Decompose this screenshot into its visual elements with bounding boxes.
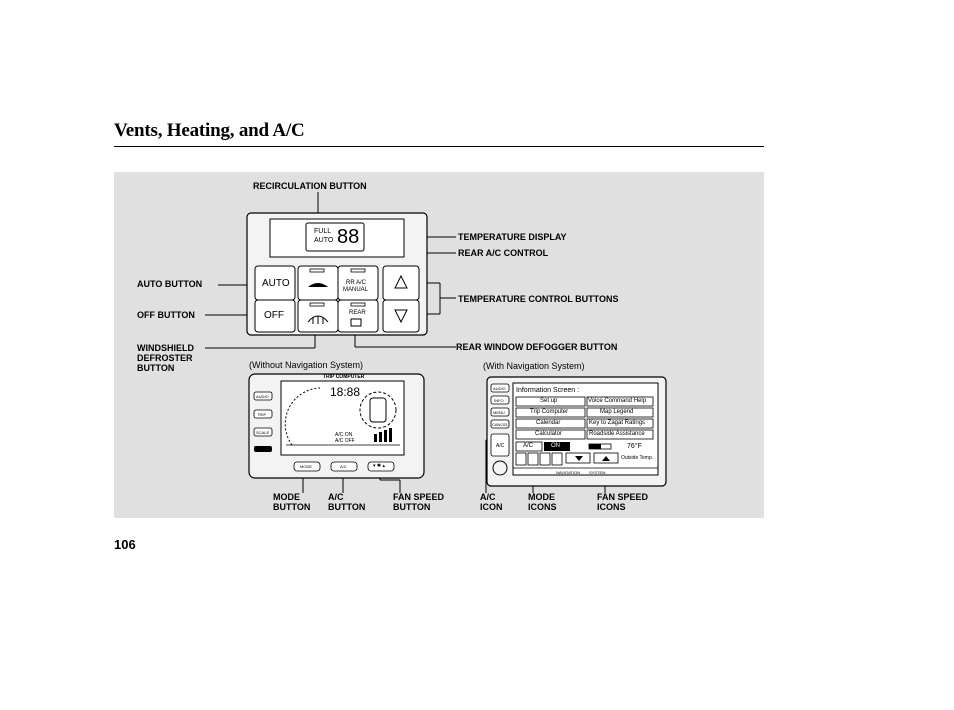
callout-recirculation: RECIRCULATION BUTTON — [253, 181, 367, 191]
nav-side-info[interactable]: INFO — [494, 398, 504, 403]
subtitle-without-nav: (Without Navigation System) — [249, 360, 364, 370]
nav-menu-roadside[interactable]: Roadside Assistance — [589, 431, 645, 437]
trip-display — [248, 373, 425, 479]
subtitle-with-nav: (With Navigation System) — [483, 361, 585, 371]
nav-menu-voice[interactable]: Voice Command Help — [588, 398, 647, 404]
callout-mode-button: MODE BUTTON — [273, 492, 311, 512]
trip-clock: 18:88 — [330, 385, 361, 399]
nav-menu-calendar[interactable]: Calendar — [536, 420, 561, 426]
callout-rear-window-defogger: REAR WINDOW DEFOGGER BUTTON — [456, 342, 618, 352]
nav-temperature: 76°F — [627, 443, 642, 450]
callout-rear-ac-control: REAR A/C CONTROL — [458, 248, 549, 258]
nav-tab-navigation[interactable]: NAVIGATION — [556, 470, 581, 475]
trip-side-button-scale[interactable]: SCALE — [256, 430, 270, 435]
climate-control-panel — [246, 212, 428, 336]
display-auto-text: AUTO — [314, 237, 334, 244]
display-full-text: FULL — [314, 228, 332, 235]
nav-unit — [486, 376, 667, 487]
callout-fan-speed-icons: FAN SPEED ICONS — [597, 492, 649, 512]
rr-ac-label[interactable]: RR A/C — [346, 280, 367, 286]
callout-fan-speed-button: FAN SPEED BUTTON — [393, 492, 445, 512]
title-rule — [114, 146, 764, 147]
nav-tab-system[interactable]: SYSTEM — [589, 470, 606, 475]
nav-side-menu[interactable]: MENU — [493, 410, 505, 415]
nav-menu-legend[interactable]: Map Legend — [600, 409, 634, 415]
nav-on-indicator: ON — [551, 443, 560, 449]
nav-side-ac[interactable]: A/C — [496, 443, 505, 449]
callout-temperature-control: TEMPERATURE CONTROL BUTTONS — [458, 294, 619, 304]
nav-side-audio[interactable]: AUDIO — [493, 386, 506, 391]
rr-ac-manual-label: MANUAL — [343, 287, 369, 293]
trip-header: TRIP COMPUTER — [323, 374, 365, 380]
off-button[interactable]: OFF — [264, 310, 284, 321]
trip-mode-button[interactable]: MODE — [300, 464, 312, 469]
nav-menu-calculator[interactable]: Calculator — [535, 431, 563, 437]
callout-off-button: OFF BUTTON — [137, 310, 195, 320]
callout-ac-icon: A/C ICON — [480, 492, 503, 512]
nav-menu-zagat[interactable]: Key to Zagat Ratings — [589, 420, 646, 426]
nav-menu-trip[interactable]: Trip Computer — [530, 409, 569, 415]
callout-auto-button: AUTO BUTTON — [137, 279, 203, 289]
nav-outside-temp: Outside Temp. — [621, 455, 654, 461]
trip-side-button-trip[interactable]: TRIP — [257, 412, 267, 417]
callout-temperature-display: TEMPERATURE DISPLAY — [458, 232, 567, 242]
nav-menu-setup[interactable]: Set up — [540, 398, 558, 404]
page-number: 106 — [114, 537, 136, 552]
trip-ac-off: A/C OFF — [335, 438, 355, 444]
nav-header: Information Screen : — [516, 387, 580, 394]
trip-ac-button[interactable]: A/C — [340, 464, 347, 469]
callout-ac-button: A/C BUTTON — [328, 492, 366, 512]
trip-fan-button[interactable]: ▾ ✱ ▴ — [373, 463, 385, 469]
callout-mode-icons: MODE ICONS — [528, 492, 557, 512]
trip-ac-on: A/C ON — [335, 432, 353, 438]
nav-side-cancel[interactable]: CANCEL — [492, 422, 509, 427]
page-title: Vents, Heating, and A/C — [114, 120, 305, 141]
auto-button[interactable]: AUTO — [262, 278, 290, 289]
rear-defog-label[interactable]: REAR — [349, 310, 366, 316]
nav-ac-button[interactable]: A/C — [523, 443, 534, 449]
trip-side-button-audio[interactable]: AUDIO — [256, 394, 269, 399]
callout-windshield-defroster: WINDSHIELD DEFROSTER BUTTON — [137, 343, 194, 373]
display-temp-text: 88 — [337, 226, 360, 248]
